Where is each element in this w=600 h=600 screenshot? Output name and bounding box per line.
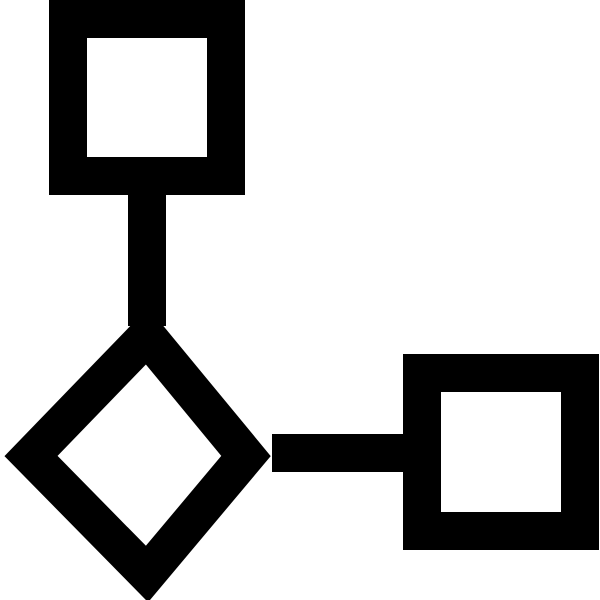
top-square-node <box>49 0 245 195</box>
right-square-node <box>403 354 599 550</box>
diamond-node <box>4 307 271 600</box>
